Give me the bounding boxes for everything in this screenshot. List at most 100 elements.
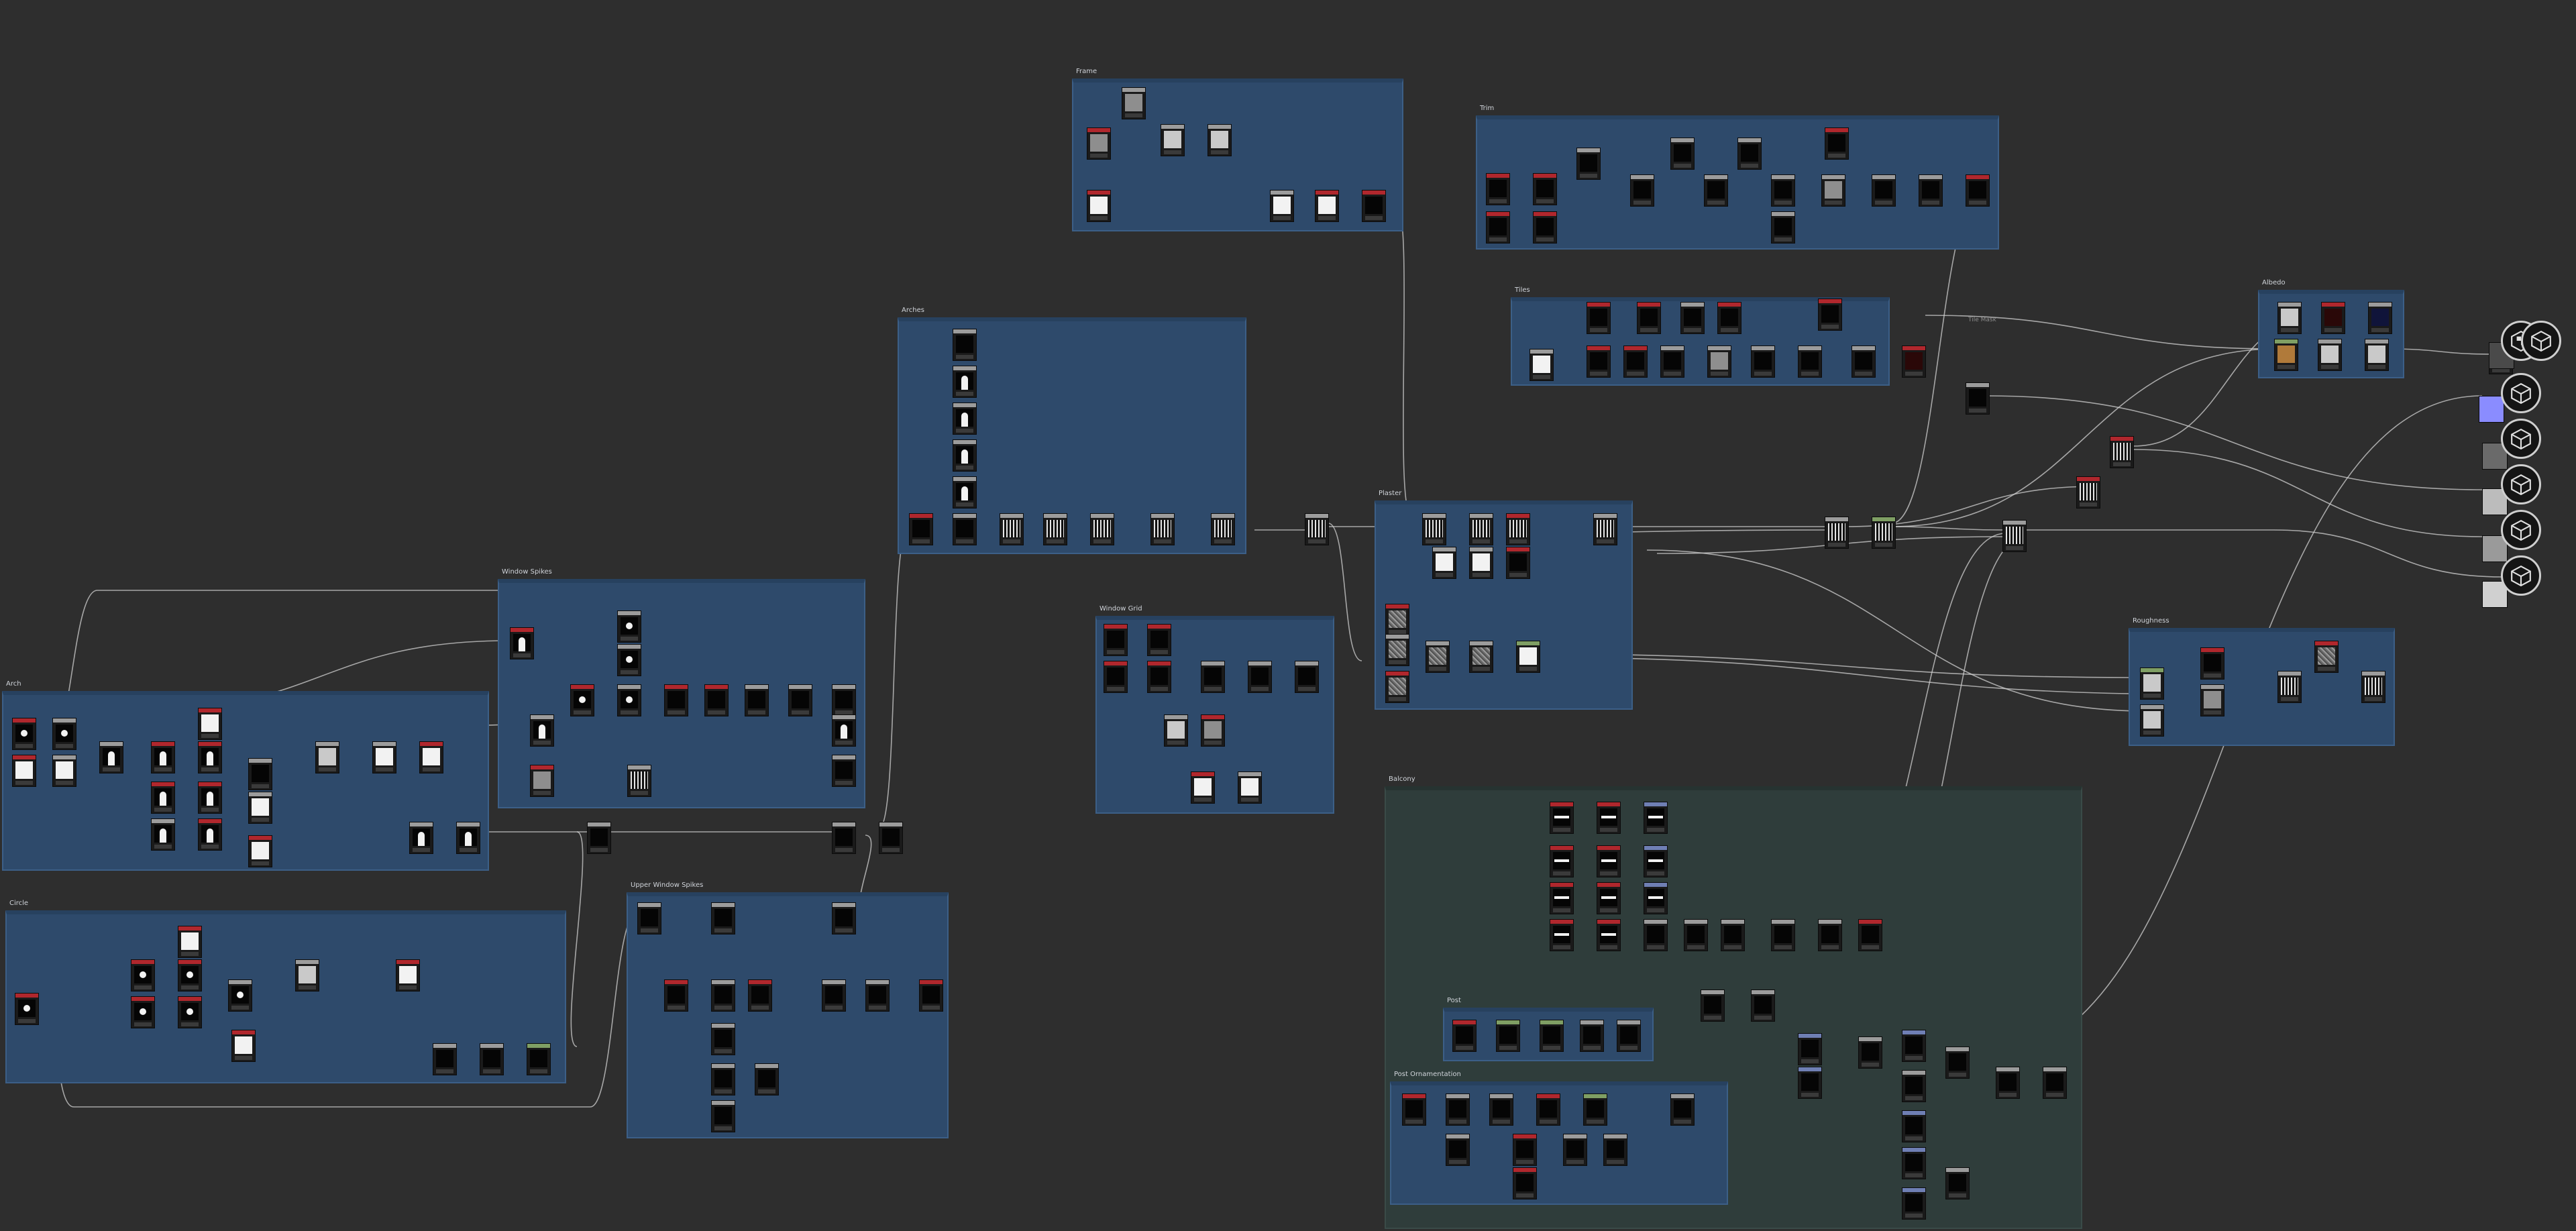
connection-wire[interactable] <box>1395 201 1413 517</box>
graph-node[interactable] <box>832 902 856 934</box>
graph-node[interactable] <box>151 818 175 851</box>
graph-node[interactable] <box>1446 1134 1470 1166</box>
graph-node[interactable] <box>1087 127 1111 160</box>
graph-node[interactable] <box>1529 349 1554 381</box>
graph-node[interactable] <box>1825 127 1849 160</box>
frame-group-upper-window-spikes[interactable]: Upper Window Spikes <box>627 881 949 1138</box>
graph-node[interactable] <box>1104 661 1128 693</box>
graph-node[interactable] <box>433 1043 457 1075</box>
graph-node[interactable] <box>1362 190 1386 222</box>
graph-node[interactable] <box>1201 714 1225 747</box>
graph-node[interactable] <box>1147 661 1171 693</box>
graph-node[interactable] <box>879 822 903 854</box>
graph-node[interactable] <box>2318 339 2342 371</box>
graph-node[interactable] <box>396 959 420 992</box>
graph-node[interactable] <box>748 979 772 1012</box>
graph-node[interactable] <box>1902 1147 1926 1179</box>
graph-node[interactable] <box>248 758 272 790</box>
graph-node[interactable] <box>617 684 641 716</box>
graph-node[interactable] <box>1737 138 1762 170</box>
graph-node[interactable] <box>1872 517 1896 549</box>
graph-node[interactable] <box>953 366 977 398</box>
graph-node[interactable] <box>711 979 735 1012</box>
graph-node[interactable] <box>248 792 272 824</box>
graph-node[interactable] <box>1818 919 1842 951</box>
graph-node[interactable] <box>745 684 769 716</box>
graph-node[interactable] <box>1248 661 1272 693</box>
frame-group-post[interactable]: Post <box>1443 997 1654 1061</box>
graph-node[interactable] <box>1680 302 1705 334</box>
graph-node[interactable] <box>617 610 641 643</box>
graph-node[interactable] <box>1580 1020 1604 1052</box>
graph-node[interactable] <box>1670 1093 1695 1126</box>
graph-node[interactable] <box>1597 845 1621 877</box>
frame-group-plaster[interactable]: Plaster <box>1375 490 1633 710</box>
graph-node[interactable] <box>1486 173 1510 205</box>
connection-wire[interactable] <box>2133 449 2483 537</box>
graph-node[interactable] <box>1000 513 1024 545</box>
graph-node[interactable] <box>1597 802 1621 834</box>
graph-node[interactable] <box>1858 919 1882 951</box>
graph-node[interactable] <box>1818 299 1842 331</box>
graph-node[interactable] <box>1644 845 1668 877</box>
graph-node[interactable] <box>1489 1093 1513 1126</box>
graph-node[interactable] <box>99 741 123 773</box>
graph-node[interactable] <box>52 755 76 787</box>
graph-node[interactable] <box>953 329 977 361</box>
basecolor-output-secondary[interactable] <box>2521 321 2561 361</box>
graph-node[interactable] <box>1587 302 1611 334</box>
graph-node[interactable] <box>1270 190 1294 222</box>
graph-node[interactable] <box>228 979 252 1012</box>
graph-node[interactable] <box>178 959 202 992</box>
graph-node[interactable] <box>711 1023 735 1055</box>
graph-node[interactable] <box>1469 641 1493 673</box>
graph-node[interactable] <box>131 996 155 1028</box>
graph-node[interactable] <box>1858 1036 1882 1069</box>
graph-node[interactable] <box>15 993 39 1025</box>
graph-node[interactable] <box>1164 714 1188 747</box>
graph-node[interactable] <box>1211 513 1235 545</box>
connection-wire[interactable] <box>2273 529 2503 578</box>
graph-node[interactable] <box>1617 1020 1641 1052</box>
roughness-output[interactable] <box>2501 419 2541 459</box>
graph-node[interactable] <box>1122 87 1146 119</box>
metallic-output[interactable] <box>2501 464 2541 504</box>
graph-node[interactable] <box>865 979 890 1012</box>
graph-node[interactable] <box>627 765 651 797</box>
graph-node[interactable] <box>1150 513 1175 545</box>
graph-node[interactable] <box>52 718 76 750</box>
graph-node[interactable] <box>151 782 175 814</box>
graph-node[interactable] <box>664 979 688 1012</box>
graph-node[interactable] <box>1670 138 1695 170</box>
graph-node[interactable] <box>2368 302 2392 334</box>
graph-node[interactable] <box>1945 1047 1970 1079</box>
graph-node[interactable] <box>1402 1093 1426 1126</box>
graph-node[interactable] <box>832 755 856 787</box>
graph-node[interactable] <box>1201 661 1225 693</box>
graph-node[interactable] <box>2002 520 2027 552</box>
graph-node[interactable] <box>1513 1167 1537 1199</box>
graph-node[interactable] <box>1644 802 1668 834</box>
graph-node[interactable] <box>1771 211 1795 244</box>
graph-node[interactable] <box>409 822 433 854</box>
graph-node[interactable] <box>1704 174 1728 207</box>
graph-node[interactable] <box>372 741 396 773</box>
graph-node[interactable] <box>953 476 977 509</box>
graph-node[interactable] <box>1385 671 1409 703</box>
graph-node[interactable] <box>1597 882 1621 914</box>
graph-node[interactable] <box>1104 624 1128 656</box>
graph-node[interactable] <box>178 926 202 958</box>
graph-node[interactable] <box>2043 1067 2067 1099</box>
graph-node[interactable] <box>637 902 661 934</box>
graph-node[interactable] <box>832 684 856 716</box>
graph-node[interactable] <box>1644 882 1668 914</box>
graph-node[interactable] <box>2321 302 2345 334</box>
graph-node[interactable] <box>1432 547 1456 579</box>
graph-node[interactable] <box>1090 513 1114 545</box>
graph-node[interactable] <box>1385 604 1409 636</box>
graph-node[interactable] <box>198 818 222 851</box>
graph-node[interactable] <box>1798 1033 1822 1065</box>
graph-node[interactable] <box>570 684 594 716</box>
graph-node[interactable] <box>1550 845 1574 877</box>
graph-node[interactable] <box>788 684 812 716</box>
